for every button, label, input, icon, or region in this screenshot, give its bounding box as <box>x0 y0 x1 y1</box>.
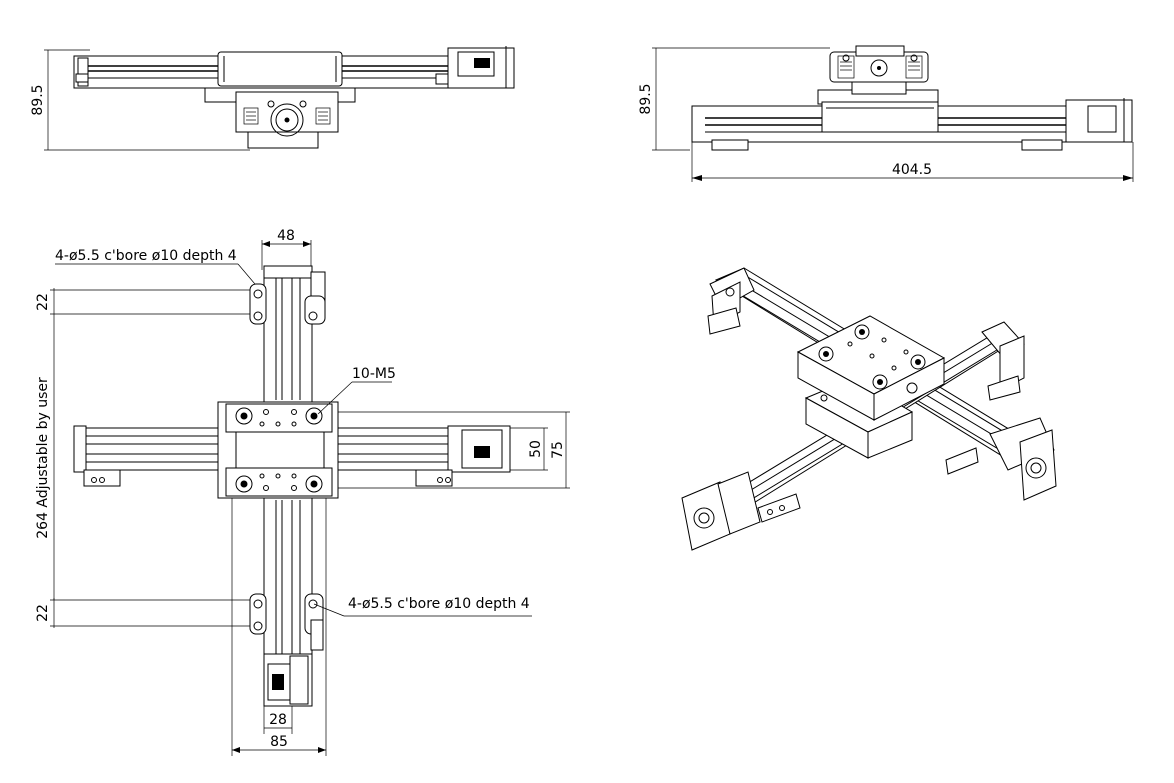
width-75-dim: 75 <box>550 441 566 459</box>
side-height-dim: 89.5 <box>638 83 654 114</box>
side-length-dim: 404.5 <box>892 162 932 178</box>
adjustable-dim: 264 Adjustable by user <box>35 377 51 539</box>
side-view: 89.5 404.5 <box>638 45 1134 182</box>
offset-22-upper-dim: 22 <box>35 293 51 311</box>
front-height-dim: 89.5 <box>30 84 46 115</box>
isometric-view <box>681 267 1057 551</box>
thread-callout: 10-M5 <box>352 366 396 382</box>
offset-22-lower-dim: 22 <box>35 604 51 622</box>
front-view: 89.5 <box>30 46 515 151</box>
counterbore-callout-lower: 4-ø5.5 c'bore ø10 depth 4 <box>348 596 530 612</box>
width-28-dim: 28 <box>269 712 287 728</box>
top-view: 48 4-ø5.5 c'bore ø10 depth 4 22 264 Adju… <box>35 228 570 756</box>
width-50-dim: 50 <box>528 440 544 458</box>
width-48-dim: 48 <box>277 228 295 244</box>
width-85-dim: 85 <box>270 734 288 750</box>
counterbore-callout-upper: 4-ø5.5 c'bore ø10 depth 4 <box>55 248 237 264</box>
